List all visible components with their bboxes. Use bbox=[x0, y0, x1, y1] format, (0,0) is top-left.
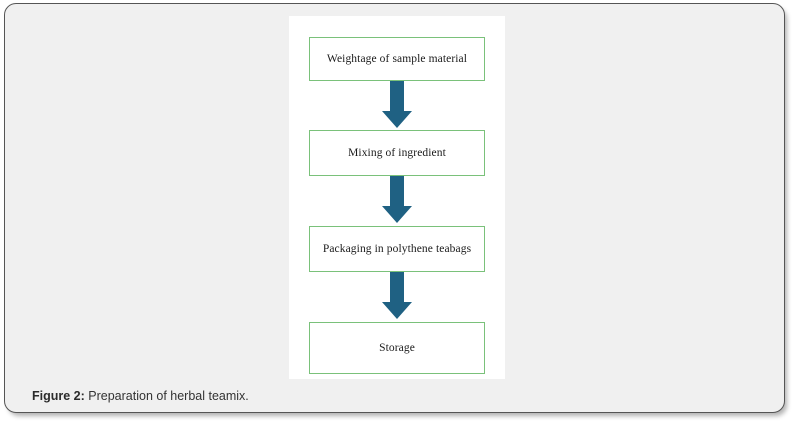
flowchart-step-0: Weightage of sample material bbox=[309, 37, 485, 81]
flowchart-step-2: Packaging in polythene teabags bbox=[309, 226, 485, 272]
figure-caption-prefix: Figure 2: bbox=[32, 389, 85, 403]
flowchart-step-label: Weightage of sample material bbox=[326, 52, 468, 65]
arrow-down-icon bbox=[382, 176, 412, 224]
flowchart-step-3: Storage bbox=[309, 322, 485, 374]
arrow-down-icon bbox=[382, 81, 412, 129]
flowchart-step-label: Mixing of ingredient bbox=[348, 146, 446, 159]
flowchart-step-label: Storage bbox=[379, 341, 415, 354]
flowchart-step-label: Packaging in polythene teabags bbox=[322, 242, 472, 255]
flowchart-panel: Weightage of sample material Mixing of i… bbox=[289, 16, 505, 379]
figure-card: Weightage of sample material Mixing of i… bbox=[4, 3, 785, 413]
figure-caption-text: Preparation of herbal teamix. bbox=[84, 389, 249, 403]
arrow-down-icon bbox=[382, 272, 412, 320]
flowchart-step-1: Mixing of ingredient bbox=[309, 130, 485, 176]
figure-caption: Figure 2: Preparation of herbal teamix. bbox=[32, 389, 249, 403]
